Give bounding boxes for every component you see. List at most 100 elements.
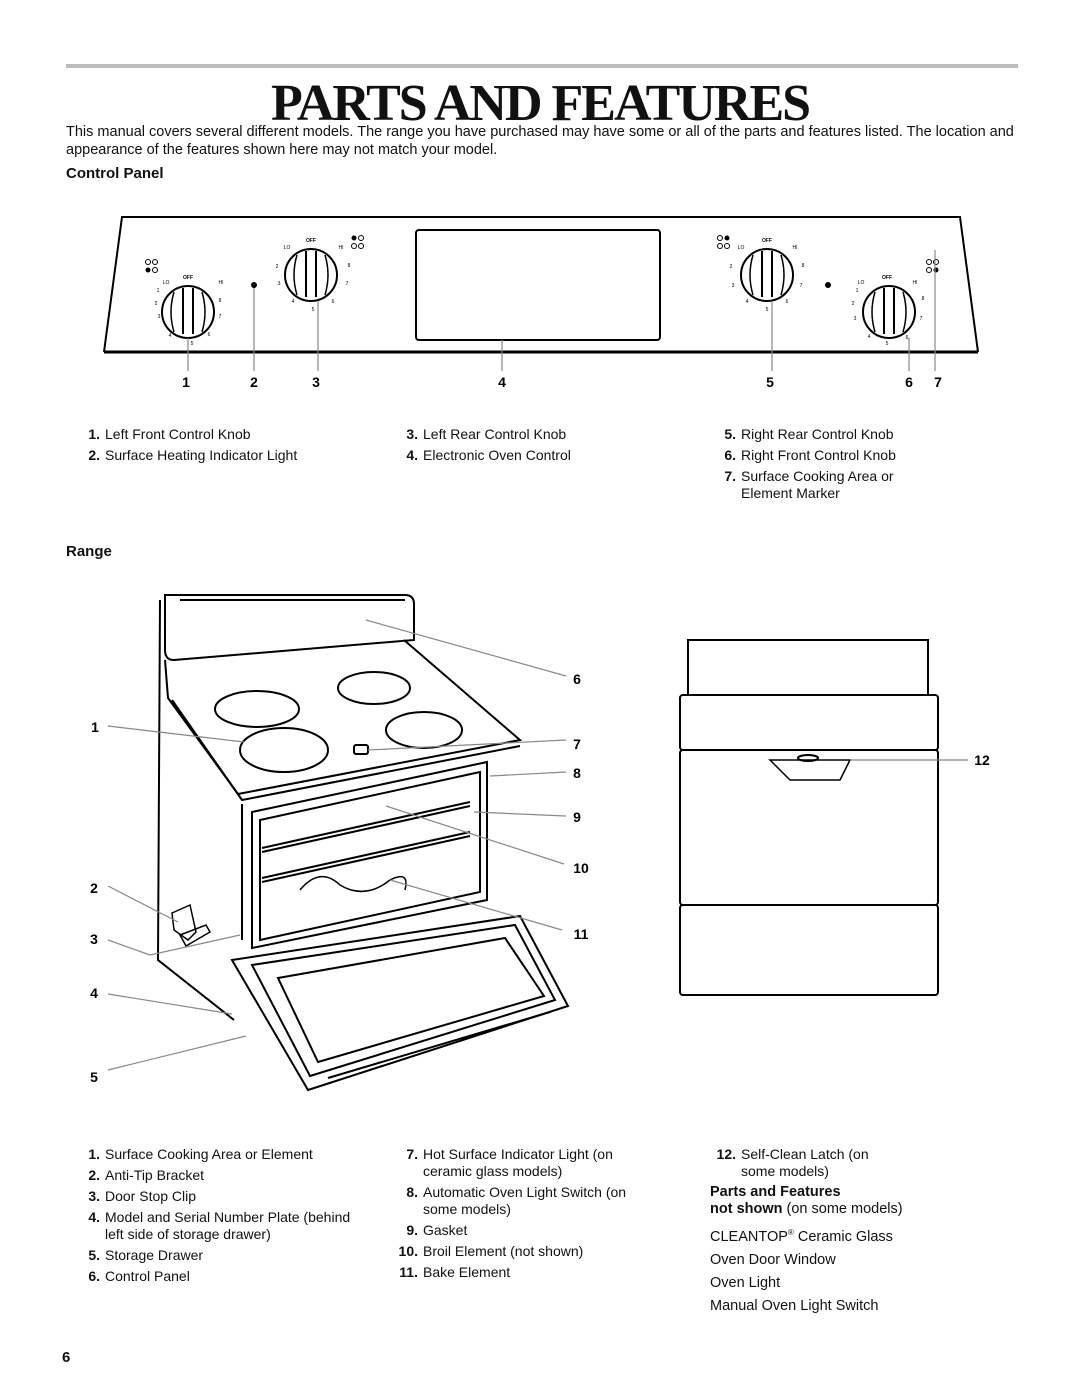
- svg-text:7: 7: [346, 281, 349, 287]
- cp-callout-5: 5: [766, 374, 774, 390]
- control-panel-list-col2: 3.Left Rear Control Knob 4.Electronic Ov…: [390, 426, 690, 468]
- svg-text:HI: HI: [219, 280, 224, 286]
- range-list-col3: 12.Self-Clean Latch (on some models): [708, 1146, 908, 1184]
- svg-text:HI: HI: [793, 245, 798, 251]
- range-list-col2: 7.Hot Surface Indicator Light (on cerami…: [390, 1146, 650, 1285]
- svg-text:6: 6: [906, 335, 909, 341]
- list-item: 1.Left Front Control Knob: [88, 426, 251, 442]
- svg-text:4: 4: [868, 334, 871, 340]
- svg-text:4: 4: [292, 299, 295, 305]
- cp-callout-4: 4: [498, 374, 506, 390]
- range-callout-1: 1: [91, 719, 99, 735]
- left-front-knob: OFF LO HI 1 2 3 4 5 6 7 8: [145, 259, 224, 347]
- svg-text:8: 8: [802, 263, 805, 269]
- svg-text:LO: LO: [738, 245, 745, 251]
- svg-text:HI: HI: [339, 245, 344, 251]
- not-shown-item: Oven Door Window: [710, 1251, 836, 1268]
- electronic-oven-control-display: [415, 229, 661, 341]
- page-title: PARTS AND FEATURES: [270, 75, 811, 132]
- list-item: 9.Gasket: [406, 1222, 468, 1238]
- range-callout-9: 9: [573, 809, 581, 825]
- list-item: 11.Bake Element: [399, 1264, 511, 1280]
- element-left-rear: [214, 690, 300, 728]
- element-right-front: [385, 711, 463, 749]
- not-shown-list: Parts and Features not shown (on some mo…: [710, 1184, 950, 1321]
- svg-text:6: 6: [786, 299, 789, 305]
- cp-callout-3: 3: [312, 374, 320, 390]
- svg-text:3: 3: [158, 314, 161, 320]
- list-item: 4.Electronic Oven Control: [406, 447, 571, 463]
- cp-callout-2: 2: [250, 374, 258, 390]
- range-callout-8: 8: [573, 765, 581, 781]
- left-indicator-light: [251, 282, 257, 288]
- range-list-col1: 1.Surface Cooking Area or Element 2.Anti…: [72, 1146, 372, 1289]
- svg-text:7: 7: [800, 283, 803, 289]
- list-item: 2.Surface Heating Indicator Light: [88, 447, 298, 463]
- svg-text:OFF: OFF: [306, 238, 316, 244]
- svg-text:7: 7: [920, 316, 923, 322]
- svg-text:HI: HI: [913, 280, 918, 286]
- svg-text:4: 4: [169, 333, 172, 339]
- svg-text:LO: LO: [163, 280, 170, 286]
- cp-callout-1: 1: [182, 374, 190, 390]
- cp-callout-6: 6: [905, 374, 913, 390]
- range-callout-4: 4: [90, 985, 98, 1001]
- svg-text:5: 5: [191, 341, 194, 347]
- svg-text:3: 3: [854, 316, 857, 322]
- svg-text:1: 1: [157, 288, 160, 294]
- range-callout-2: 2: [90, 880, 98, 896]
- svg-text:OFF: OFF: [183, 275, 193, 281]
- svg-text:2: 2: [852, 301, 855, 307]
- control-panel-list-col1: 1.Left Front Control Knob 2.Surface Heat…: [72, 426, 372, 468]
- list-item: 12.Self-Clean Latch (on some models): [716, 1146, 869, 1179]
- range-callout-11: 11: [574, 926, 589, 942]
- list-item: 5.Storage Drawer: [88, 1247, 204, 1263]
- cp-callout-7: 7: [934, 374, 942, 390]
- svg-text:5: 5: [766, 307, 769, 313]
- list-item: 3.Left Rear Control Knob: [406, 426, 567, 442]
- list-item: 6.Control Panel: [88, 1268, 190, 1284]
- svg-text:5: 5: [886, 341, 889, 347]
- svg-text:2: 2: [276, 264, 279, 270]
- control-panel-list-col3: 5.Right Rear Control Knob 6.Right Front …: [708, 426, 948, 506]
- list-item: 10.Broil Element (not shown): [398, 1243, 584, 1259]
- range-callout-7: 7: [573, 736, 581, 752]
- range-callout-10: 10: [573, 860, 589, 876]
- element-left-front: [239, 727, 329, 773]
- not-shown-item: Oven Light: [710, 1274, 781, 1291]
- range-callout-5: 5: [90, 1069, 98, 1085]
- svg-text:6: 6: [332, 299, 335, 305]
- not-shown-heading: Parts and Features: [710, 1184, 841, 1200]
- svg-text:7: 7: [219, 314, 222, 320]
- svg-text:3: 3: [278, 281, 281, 287]
- svg-text:8: 8: [922, 296, 925, 302]
- range-heading: Range: [66, 543, 112, 560]
- svg-text:LO: LO: [284, 245, 291, 251]
- list-item: 6.Right Front Control Knob: [724, 447, 896, 463]
- range-diagram: 1 2 3 4 5 6 7 8 9 10 11 12: [90, 594, 990, 1092]
- svg-text:8: 8: [219, 298, 222, 304]
- list-item: 2.Anti-Tip Bracket: [88, 1167, 205, 1183]
- svg-text:5: 5: [312, 307, 315, 313]
- range-callout-3: 3: [90, 931, 98, 947]
- list-item: 7.Surface Cooking Area or Element Marker: [724, 468, 894, 501]
- list-item: 4.Model and Serial Number Plate (behind …: [88, 1209, 351, 1242]
- list-item: 5.Right Rear Control Knob: [724, 426, 894, 442]
- list-item: 7.Hot Surface Indicator Light (on cerami…: [406, 1146, 613, 1179]
- control-panel-diagram: OFF LO HI 1 2 3 4 5 6 7 8 OFF LO HI 2 3 …: [103, 216, 979, 390]
- svg-text:2: 2: [730, 264, 733, 270]
- right-indicator-light: [825, 282, 831, 288]
- svg-text:2: 2: [155, 301, 158, 307]
- svg-text:1: 1: [856, 288, 859, 294]
- svg-text:LO: LO: [858, 280, 865, 286]
- svg-text:4: 4: [746, 299, 749, 305]
- svg-text:3: 3: [732, 283, 735, 289]
- svg-text:6: 6: [208, 332, 211, 338]
- top-rule: [66, 64, 1018, 68]
- list-item: 3.Door Stop Clip: [88, 1188, 197, 1204]
- not-shown-item: Manual Oven Light Switch: [710, 1297, 879, 1314]
- list-item: 8.Automatic Oven Light Switch (on some m…: [406, 1184, 627, 1217]
- right-front-knob: OFF LO HI 1 2 3 4 5 6 7 8: [852, 259, 939, 347]
- control-panel-heading: Control Panel: [66, 165, 164, 182]
- range-callout-12: 12: [974, 752, 990, 768]
